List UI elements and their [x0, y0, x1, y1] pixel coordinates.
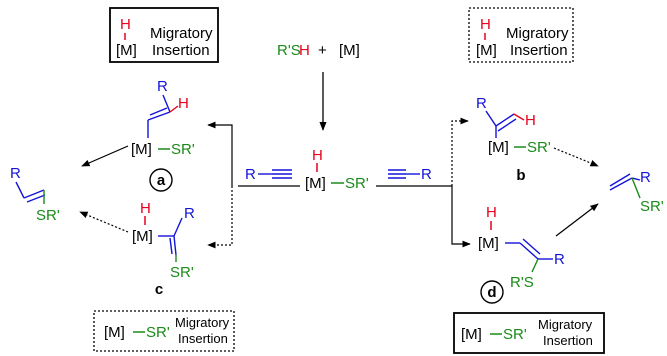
center-sr: SR'	[345, 175, 369, 192]
a-r: R	[157, 78, 168, 95]
product-left-sr: SR'	[36, 207, 60, 224]
alkyne-right-r: R	[421, 166, 432, 183]
box-sr-label: SR'	[146, 324, 170, 341]
box-text-2: Insertion	[543, 333, 593, 348]
a-metal: [M]	[131, 141, 152, 158]
c-metal: [M]	[132, 228, 153, 245]
c-label: c	[155, 281, 163, 298]
box-hydride-migratory-insertion: H [M] Migratory Insertion	[109, 7, 219, 63]
a-sr: SR'	[171, 141, 195, 158]
box-text-1: Migratory	[175, 315, 230, 330]
box-metal-label: [M]	[461, 326, 482, 343]
box-h-label: H	[480, 16, 491, 33]
c-sr: SR'	[170, 264, 194, 281]
alkyne-left: R	[245, 166, 292, 183]
box-metal-label: [M]	[476, 42, 497, 59]
thiol-h: H	[299, 42, 310, 59]
product-right-sr: SR'	[640, 198, 664, 215]
center-metal: [M]	[305, 175, 326, 192]
reagents: R'S H + [M]	[277, 42, 360, 131]
box-text-1: Migratory	[150, 25, 213, 42]
intermediate-c: H [M] R SR' c	[132, 200, 195, 298]
d-rs: R'S	[510, 274, 534, 291]
b-h: H	[525, 112, 536, 129]
box-thiolate-migratory-insertion-dotted: [M] SR' Migratory Insertion	[93, 310, 235, 352]
box-metal-label: [M]	[116, 42, 137, 59]
d-label: d	[487, 284, 496, 301]
intermediate-d: H [M] R R'S d	[478, 204, 565, 304]
b-sr: SR'	[527, 139, 551, 156]
product-left-r: R	[10, 165, 21, 182]
left-branch-arrows	[207, 121, 300, 249]
product-left: R SR'	[10, 145, 129, 233]
alkyne-left-r: R	[245, 166, 256, 183]
intermediate-b: R H [M] SR' b	[476, 95, 551, 184]
box-hydride-migratory-insertion-dotted: H [M] Migratory Insertion	[468, 7, 574, 63]
d-h: H	[486, 204, 497, 221]
thiol-rs: R'S	[277, 42, 301, 59]
box-text-2: Insertion	[152, 42, 210, 59]
metal-reagent: [M]	[339, 42, 360, 59]
central-complex: H [M] SR'	[305, 147, 369, 192]
box-thiolate-migratory-insertion: [M] SR' Migratory Insertion	[453, 312, 605, 354]
d-metal: [M]	[478, 235, 499, 252]
box-metal-label: [M]	[104, 324, 125, 341]
a-label: a	[157, 172, 166, 189]
d-r: R	[554, 251, 565, 268]
box-text-1: Migratory	[506, 25, 569, 42]
plus-sign: +	[318, 42, 327, 59]
box-h-label: H	[120, 16, 131, 33]
box-sr-label: SR'	[503, 326, 527, 343]
c-h: H	[140, 200, 151, 217]
box-text-2: Insertion	[510, 42, 568, 59]
b-metal: [M]	[488, 139, 509, 156]
box-text-1: Migratory	[538, 317, 593, 332]
box-text-2: Insertion	[178, 331, 228, 346]
product-right-r: R	[640, 169, 651, 186]
right-branch-arrows	[376, 117, 471, 248]
intermediate-a: R H [M] SR' a	[131, 78, 195, 192]
c-r: R	[184, 205, 195, 222]
product-right: R SR'	[553, 147, 664, 237]
center-h: H	[312, 147, 323, 164]
b-r: R	[476, 95, 487, 112]
a-h: H	[178, 95, 189, 112]
b-label: b	[516, 167, 525, 184]
alkyne-right: R	[388, 166, 432, 183]
